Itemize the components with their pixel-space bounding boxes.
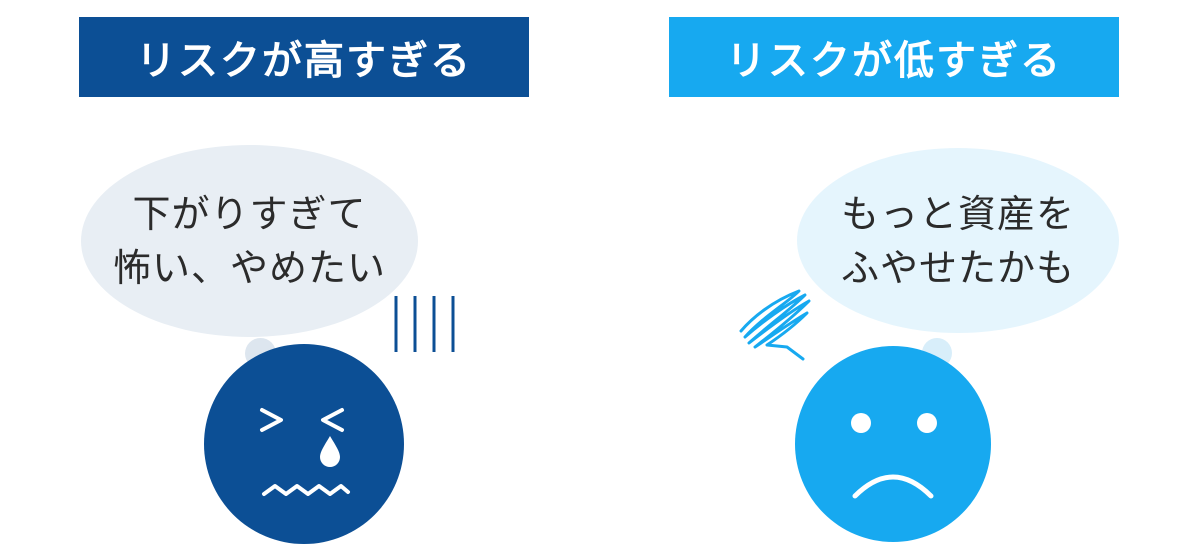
scribble-frustration-icon [739,289,811,361]
eye-right-icon [917,413,937,433]
frown-mouth-icon [852,474,934,499]
banner-risk-too-low: リスクが低すぎる [669,17,1119,97]
wavy-mouth-icon [262,484,350,496]
bubble-right-line-2: ふやせたかも [840,245,1075,290]
squint-eye-left-icon [260,408,283,432]
teardrop-icon [320,436,340,467]
bubble-left-line-1: 下がりすぎて [132,192,367,236]
banner-title-high: リスクが高すぎる [136,38,472,84]
banner-risk-too-high: リスクが高すぎる [79,17,529,97]
shock-lines-icon [394,296,455,352]
thought-bubble-left: 下がりすぎて 怖い、やめたい [81,145,418,337]
squint-eye-right-icon [321,408,344,432]
banner-title-low: リスクが低すぎる [726,38,1062,84]
thought-bubble-right: もっと資産を ふやせたかも [797,148,1119,333]
sad-face-icon [795,346,991,542]
eye-left-icon [851,413,871,433]
crying-worried-face-icon [204,344,404,544]
bubble-left-line-2: 怖い、やめたい [112,246,386,290]
bubble-right-line-1: もっと資産を [840,191,1075,236]
